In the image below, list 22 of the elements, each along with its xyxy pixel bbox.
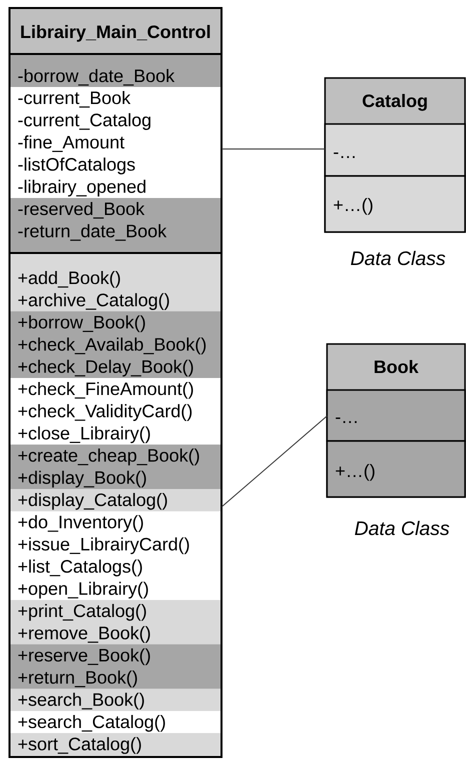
method-band: +do_Inventory() +issue_LibrairyCard() +list_Catalogs() +open_Librairy(): [10, 511, 220, 600]
association-line: [221, 416, 328, 508]
method-band: +check_FineAmount() +check_ValidityCard() +close_Librairy(): [10, 378, 220, 445]
method-compartment: +…(): [324, 175, 466, 233]
method-band: +search_Book(): [10, 688, 220, 711]
method-compartment: +…(): [326, 440, 466, 498]
method-band: +add_Book() +archive_Catalog(): [10, 254, 220, 312]
method-band: +create_cheap_Book() +display_Book(): [10, 444, 220, 489]
method-band: +borrow_Book() +check_Availab_Book() +check_Delay_Book(): [10, 311, 220, 378]
attribute-band: -current_Book -current_Catalog -fine_Amount -listOfCatalogs -librairy_opened: [10, 87, 220, 198]
method-band: +sort_Catalog(): [10, 733, 220, 756]
attribute-band: -reserved_Book -return_date_Book: [10, 198, 220, 252]
method-band: +display_Catalog(): [10, 489, 220, 512]
method-band: +reserve_Book() +return_Book(): [10, 644, 220, 689]
method-band: +search_Catalog(): [10, 711, 220, 734]
class-caption: Data Class: [350, 250, 446, 266]
association-line: [221, 148, 326, 150]
attribute-compartment: -…: [324, 123, 466, 177]
attribute-band: -borrow_date_Book: [10, 55, 220, 87]
method-band: +print_Catalog() +remove_Book(): [10, 600, 220, 644]
class-caption: Data Class: [354, 520, 450, 536]
attribute-compartment: -…: [326, 389, 466, 442]
